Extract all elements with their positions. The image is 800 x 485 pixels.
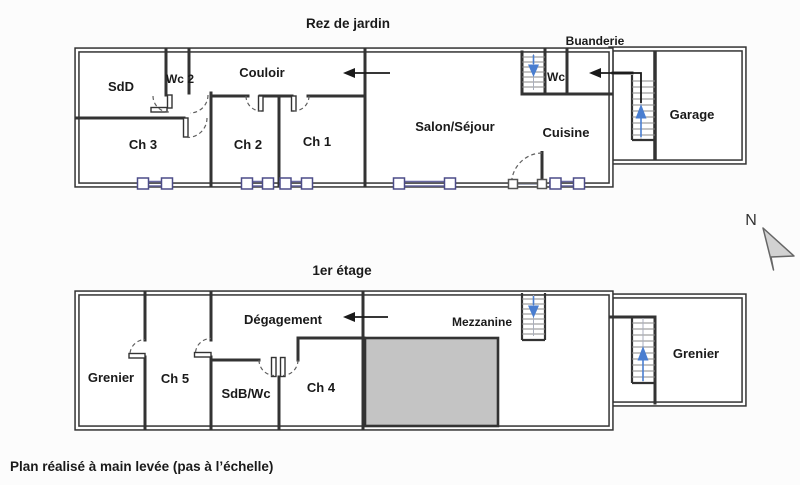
window <box>392 177 457 190</box>
open-void-area <box>363 336 500 428</box>
ground-windows <box>136 177 586 190</box>
room-label-degagement: Dégagement <box>244 312 323 327</box>
ground-stairs-down <box>522 54 545 90</box>
room-label-ch1: Ch 1 <box>303 134 331 149</box>
ground-doors <box>150 94 548 190</box>
room-label-grenier-right: Grenier <box>673 346 719 361</box>
room-label-cuisine: Cuisine <box>543 125 590 140</box>
stair-up-arrow-icon <box>635 104 647 119</box>
first-doors <box>128 337 299 378</box>
room-label-buanderie: Buanderie <box>566 34 625 48</box>
room-label-garage: Garage <box>670 107 715 122</box>
north-indicator: N <box>745 212 795 271</box>
room-label-wc2: Wc 2 <box>166 72 194 86</box>
ground-floor-title: Rez de jardin <box>306 16 390 31</box>
room-label-ch3: Ch 3 <box>129 137 157 152</box>
first-stairs-down <box>520 293 547 342</box>
room-label-mezzanine: Mezzanine <box>452 315 512 329</box>
room-label-sdd: SdD <box>108 79 134 94</box>
first-interior-walls <box>143 291 657 430</box>
room-label-ch5: Ch 5 <box>161 371 189 386</box>
first-floor-title: 1er étage <box>312 263 372 278</box>
stair-down-arrow-icon <box>528 64 539 77</box>
stair-down-arrow-icon <box>528 305 539 318</box>
north-arrow-icon <box>762 227 795 271</box>
ground-entry-arrow-buanderie <box>589 68 642 103</box>
first-stairs-up <box>630 317 655 385</box>
first-floor-plan: 1er étage <box>74 263 747 431</box>
window <box>279 177 314 190</box>
room-label-ch4: Ch 4 <box>307 380 336 395</box>
room-label-sdb-wc: SdB/Wc <box>221 386 270 401</box>
room-label-salon: Salon/Séjour <box>415 119 494 134</box>
stair-up-arrow-icon <box>637 346 649 361</box>
first-outer-walls <box>74 290 614 431</box>
room-label-wc: Wc <box>547 70 565 84</box>
room-label-grenier-left: Grenier <box>88 370 134 385</box>
room-label-ch2: Ch 2 <box>234 137 262 152</box>
room-label-couloir: Couloir <box>239 65 285 80</box>
north-label: N <box>745 212 757 229</box>
first-entry-arrow-degagement <box>343 312 388 322</box>
ground-floor-plan: Rez de jardin Buanderie <box>74 16 747 190</box>
window <box>240 177 275 190</box>
ground-entry-arrow-couloir <box>343 68 390 78</box>
window <box>549 177 586 190</box>
ground-stairs-up <box>630 75 655 142</box>
plan-caption: Plan réalisé à main levée (pas à l’échel… <box>10 459 273 474</box>
window <box>136 177 174 190</box>
